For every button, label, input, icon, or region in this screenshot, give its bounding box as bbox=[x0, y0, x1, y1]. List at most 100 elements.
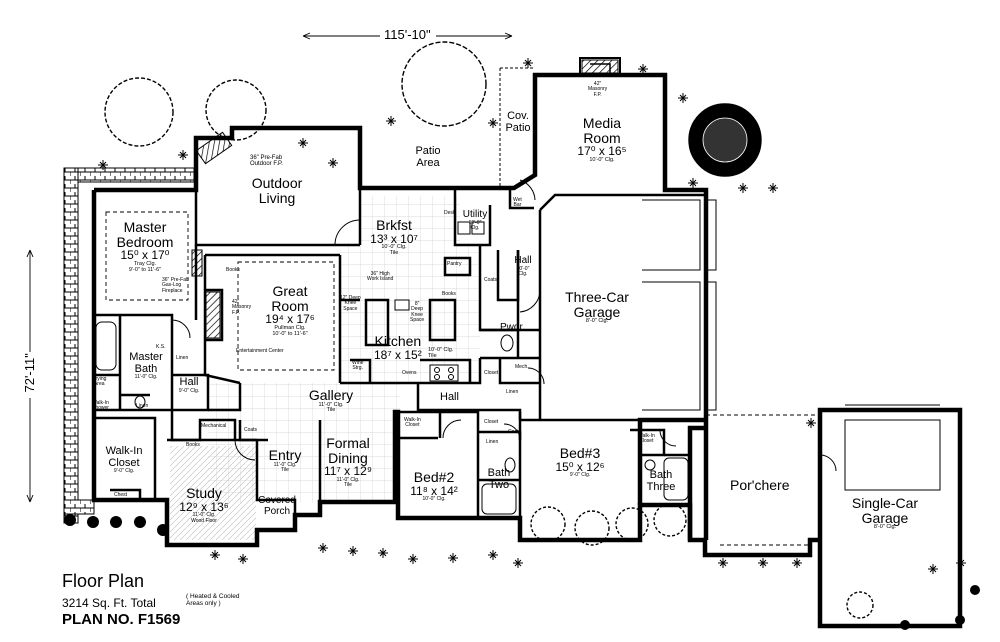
room-cov-patio: Cov. Patio bbox=[505, 110, 531, 134]
dimension-lines bbox=[26, 32, 513, 503]
room-formal-dining: Formal Dining 11⁷ x 12⁹ 11'-0" Clg. Tile bbox=[324, 435, 372, 489]
sink bbox=[394, 299, 410, 311]
walk-shower-label: Walk-In Shower bbox=[92, 400, 109, 412]
media-fp-note: 42" Masonry F.P. bbox=[588, 81, 608, 98]
room-patio-area: Patio Area bbox=[415, 145, 441, 169]
media-fp bbox=[581, 59, 619, 74]
stone-wall-bottom bbox=[63, 499, 95, 515]
outdoor-fp-note: 36" Pre-Fab Outdoor F.P. bbox=[250, 155, 283, 168]
coats-lower-label: Coats bbox=[244, 427, 258, 433]
bed3-closet-label: Walk-In Closet bbox=[638, 433, 655, 445]
linen-label-3: Linen bbox=[176, 355, 189, 361]
tile-brkfst bbox=[360, 196, 460, 244]
wine-storage-label: Wine Strg. bbox=[352, 360, 364, 372]
closet-label-1: Closet bbox=[484, 370, 499, 376]
room-bath-three: Bath Three bbox=[646, 469, 676, 493]
room-three-car-garage: Three-Car Garage 8'-0" Clg. bbox=[565, 289, 629, 325]
room-study: Study 12⁹ x 13⁶ 11'-0" Clg. Wood Floor bbox=[179, 485, 229, 524]
stone-wall-left bbox=[63, 167, 79, 524]
room-single-car-garage: Single-Car Garage 8'-0" Clg. bbox=[851, 495, 919, 531]
heated-note: ( Heated & Cooled Areas only ) bbox=[186, 593, 240, 607]
tree-6 bbox=[574, 510, 610, 546]
room-gallery: Gallery 11'-0" Clg. Tile bbox=[308, 387, 354, 414]
linen-label-4: Linen bbox=[486, 439, 499, 445]
room-great-room: Great Room 19⁴ x 17⁶ Pullman Clg. 10'-0"… bbox=[265, 283, 315, 337]
tree-3 bbox=[401, 41, 487, 127]
books-label-1: Books bbox=[226, 267, 240, 273]
pwdr-wc bbox=[500, 334, 514, 352]
room-name: Media bbox=[582, 115, 622, 131]
master-wc bbox=[134, 395, 146, 409]
work-island-label: 36" High Work Island bbox=[367, 271, 394, 283]
bath-two-wc bbox=[504, 457, 516, 473]
books-label-3: Books bbox=[186, 442, 200, 448]
knee-space-1: 12" Deep Knee Space bbox=[340, 295, 361, 312]
mech-label: Mech. bbox=[515, 364, 529, 370]
wood-study bbox=[170, 446, 256, 540]
width-dimension: 115'-10" bbox=[384, 27, 431, 42]
stone-walls bbox=[63, 167, 195, 524]
floor-plan-title: Floor Plan bbox=[62, 571, 145, 591]
tree-2 bbox=[205, 79, 267, 141]
bath-three-lav bbox=[644, 459, 656, 471]
great-fp bbox=[205, 291, 221, 339]
room-name: Room bbox=[583, 129, 621, 146]
knee-space-2: 8" Deep Knee Space bbox=[410, 301, 425, 323]
entertainment-label: Entertainment Center bbox=[236, 348, 284, 354]
ovens-label: Ovens bbox=[402, 370, 417, 376]
linen-label-1: Linen bbox=[506, 389, 519, 395]
outdoor-fp bbox=[195, 131, 233, 165]
wet-bar-label: Wet Bar bbox=[513, 197, 522, 209]
plan-number: PLAN NO. F1569 bbox=[62, 611, 181, 628]
tray-master bbox=[105, 211, 189, 301]
closet-label-2: Closet bbox=[484, 419, 499, 425]
room-covered-porch: Covered Porch bbox=[258, 495, 296, 517]
bath-two-tub bbox=[481, 483, 517, 515]
great-fp-note: 42" Masonry F.P. bbox=[232, 299, 252, 316]
kitchen-ceiling: 10'-0" Clg. Tile bbox=[428, 347, 454, 359]
room-master-bath: Master Bath 11'-0" Clg. bbox=[129, 351, 163, 381]
tree-4-inner bbox=[702, 117, 748, 163]
room-bed3: Bed#3 15⁰ x 12⁶ 9'-0" Clg. bbox=[555, 445, 605, 479]
master-tub bbox=[95, 321, 117, 371]
coats-3-label: Coats bbox=[508, 429, 522, 435]
interior-walls bbox=[92, 57, 941, 530]
room-kitchen: Kitchen 18⁷ x 15² bbox=[374, 333, 422, 362]
pwdr-label: Pwdr. bbox=[500, 322, 526, 333]
fixtures bbox=[95, 221, 689, 515]
books-label-2: Books bbox=[442, 291, 456, 297]
ground-plants bbox=[98, 58, 966, 574]
room-walk-in-closet: Walk-In Closet 9'-0" Clg. bbox=[105, 445, 143, 475]
bath-three-tub bbox=[663, 457, 689, 501]
tree-9 bbox=[846, 591, 874, 619]
stone-wall-top bbox=[63, 167, 195, 183]
trees bbox=[104, 41, 874, 619]
tree-8 bbox=[653, 503, 687, 537]
drying-area-label: Drying Area bbox=[92, 376, 107, 388]
tree-7 bbox=[615, 507, 649, 541]
room-porchere: Por'chere bbox=[730, 477, 790, 493]
master-fp-note: 36" Pre-Fab Gas-Log Fireplace bbox=[162, 277, 189, 294]
hall-mid-label: Hall bbox=[440, 391, 459, 403]
room-utility: Utility 10'-0" Clg. bbox=[462, 209, 488, 231]
mechanical-label: Mechanical bbox=[201, 423, 227, 429]
doors bbox=[171, 179, 837, 472]
south-wall bbox=[91, 190, 693, 548]
room-entry: Entry 11'-0" Clg. Tile bbox=[268, 447, 302, 473]
tray-great bbox=[237, 261, 335, 371]
range bbox=[429, 364, 459, 382]
room-outdoor-living: Outdoor Living bbox=[251, 175, 303, 206]
room-hall-master: Hall 9'-0" Clg. bbox=[178, 376, 200, 394]
room-ceiling: 10'-0" Clg. bbox=[589, 156, 615, 163]
pantry-label: Pantry bbox=[447, 261, 462, 267]
main-outline bbox=[94, 72, 963, 629]
room-media: Media Room 17⁰ x 16⁵ 10'-0" Clg. bbox=[572, 116, 632, 164]
room-bed2: Bed#2 11⁸ x 14² 10'-0" Clg. bbox=[410, 469, 458, 503]
room-master-bedroom: Master Bedroom 15⁰ x 17⁰ Tray Clg. 9'-0"… bbox=[116, 219, 174, 273]
exterior-walls bbox=[91, 72, 963, 629]
washer bbox=[457, 221, 471, 235]
chest-label: Chest bbox=[114, 492, 128, 498]
tree-1 bbox=[104, 77, 174, 147]
room-hall-upper: Hall 10'-0" Clg. bbox=[514, 255, 532, 277]
